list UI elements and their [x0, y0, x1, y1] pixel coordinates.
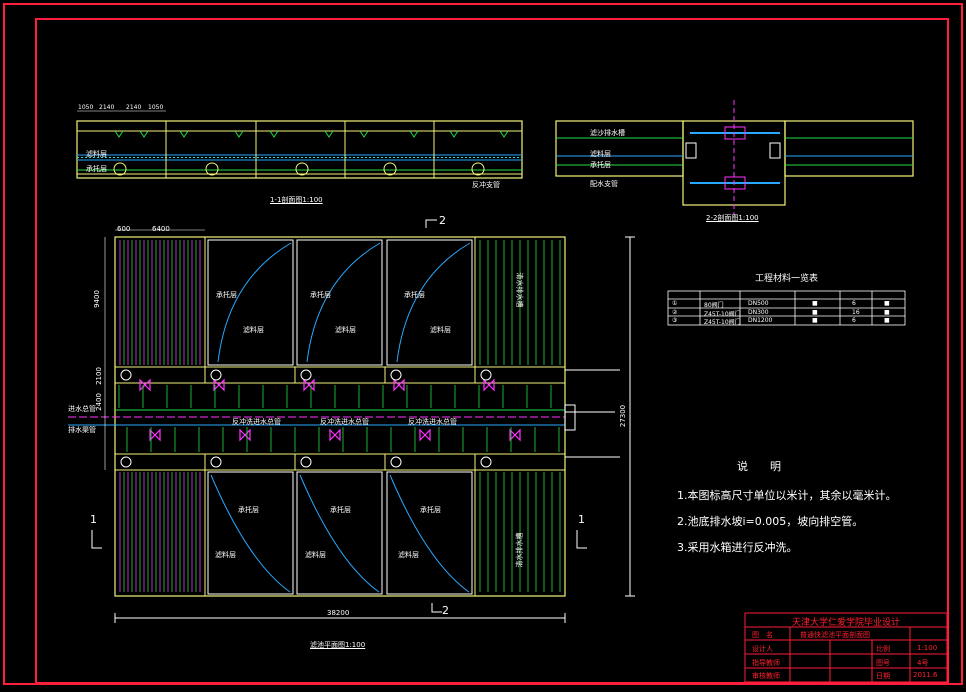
- title-block-drawing-name: 普通快滤池平面剖面图: [800, 631, 870, 639]
- plan-dim-left-1: 9400: [92, 290, 101, 308]
- filter-cell-curve: [299, 474, 380, 593]
- plan-title: 滤池平面图1:100: [310, 641, 366, 649]
- filter-cell-curve: [389, 474, 470, 593]
- filter-cell-curve: [396, 242, 471, 363]
- section-2-2-view: [555, 100, 914, 215]
- materials-table-cell: DN300: [748, 309, 769, 316]
- title-block-name-label: 图 名: [752, 631, 773, 639]
- section-1-dim-2: 2140: [99, 104, 115, 111]
- title-block-scale: 1:100: [917, 644, 938, 652]
- notes-title: 说 明: [737, 460, 781, 473]
- plan-cell-label-support-4: 承托层: [238, 506, 259, 514]
- title-block-sheet: 4号: [917, 659, 929, 667]
- plan-cell-label-media-2: 滤料层: [335, 326, 356, 334]
- plan-bay-label-top: 清水排水槽: [515, 272, 524, 308]
- plan-cell-label-support-1: 承托层: [216, 291, 237, 299]
- plan-cell-label-media-5: 滤料层: [305, 551, 326, 559]
- materials-table-cell: ■: [812, 300, 818, 307]
- section-1-dim-3: 2140: [126, 104, 142, 111]
- plan-detail-lines: [118, 240, 561, 593]
- materials-table-cell: DN1200: [748, 317, 773, 324]
- note-1: 1.本图标高尺寸单位以米计，其余以毫米计。: [677, 489, 897, 502]
- section-1-label-media: 滤料层: [86, 150, 107, 158]
- title-block-sheet-label: 图号: [876, 659, 890, 667]
- title-block-date: 2011.6: [913, 671, 938, 679]
- section-1-label-support: 承托层: [86, 165, 107, 173]
- title-block-grid: [744, 612, 948, 683]
- materials-table-cell: ②: [672, 309, 678, 316]
- section-2-label-support: 承托层: [590, 161, 611, 169]
- filter-cell-curve: [210, 474, 291, 593]
- title-block-reviewer-label: 审核教师: [752, 672, 780, 680]
- plan-cell-label-support-6: 承托层: [420, 506, 441, 514]
- plan-dim-bottom: 38200: [327, 609, 350, 617]
- plan-dim-top-1: 600: [117, 225, 131, 233]
- filter-cell-curve: [217, 242, 292, 363]
- plan-dim-top-2: 6400: [152, 225, 170, 233]
- materials-table-cell: 6: [852, 317, 856, 324]
- section-1-label-pipe: 反冲支管: [472, 181, 500, 189]
- section-2-label-trough: 滤沙排水槽: [590, 129, 625, 137]
- materials-table-cell: Z45T-10阀门: [704, 311, 741, 318]
- plan-cell-label-media-4: 滤料层: [215, 551, 236, 559]
- section-mark-2-bottom: 2: [442, 604, 449, 617]
- materials-table-cell: ■: [812, 317, 818, 324]
- section-1-dim-4: 1050: [148, 104, 164, 111]
- title-block-designer-label: 设计人: [752, 645, 773, 653]
- materials-table-cell: DN500: [748, 300, 769, 307]
- materials-table-cell: ■: [812, 309, 818, 316]
- plan-dim-left-2: 2100: [94, 367, 103, 385]
- title-block-header: 天津大学仁爱学院毕业设计: [792, 618, 901, 628]
- plan-pipe-label-backwash-3: 反冲洗进水总管: [408, 418, 457, 426]
- materials-table-cell: 16: [852, 309, 860, 316]
- section-1-title: 1-1剖面图1:100: [270, 196, 323, 204]
- materials-table-cell: ■: [884, 317, 890, 324]
- note-2: 2.池底排水坡i=0.005，坡向排空管。: [677, 515, 864, 528]
- materials-table-cell: Z45T-10阀门: [704, 319, 741, 326]
- title-block-date-label: 日期: [876, 672, 890, 680]
- plan-dim-left-3: 2400: [94, 393, 103, 411]
- materials-table-cell: ①: [672, 300, 678, 307]
- plan-bay-label-bottom: 清水排水槽: [515, 532, 524, 568]
- filter-cell-curve: [306, 242, 381, 363]
- materials-table-grid: [667, 290, 906, 326]
- materials-table-cell: 80阀门: [704, 302, 724, 309]
- plan-cell-label-support-2: 承托层: [310, 291, 331, 299]
- section-mark-1-right: 1: [578, 513, 585, 526]
- section-1-dim-1: 1050: [78, 104, 94, 111]
- materials-table-cell: ③: [672, 317, 678, 324]
- plan-cell-label-support-3: 承托层: [404, 291, 425, 299]
- materials-table-title: 工程材料一览表: [755, 274, 819, 284]
- section-1-1-view: [76, 110, 523, 179]
- section-mark-1-left: 1: [90, 513, 97, 526]
- plan-pipe-label-backwash-2: 反冲洗进水总管: [320, 418, 369, 426]
- filter-plan-view: [68, 219, 635, 623]
- title-block-scale-label: 比例: [876, 645, 890, 653]
- plan-pipe-label-drain: 排水渠管: [68, 426, 96, 434]
- materials-table-cell: ■: [884, 309, 890, 316]
- materials-table-cell: ■: [884, 300, 890, 307]
- plan-pipe-label-backwash: 反冲洗进水总管: [232, 418, 281, 426]
- plan-cell-label-media-6: 滤料层: [398, 551, 419, 559]
- plan-pipe-label-inlet: 进水总管: [68, 405, 96, 413]
- materials-table-cell: 6: [852, 300, 856, 307]
- section-2-label-pipe: 配水支管: [590, 180, 618, 188]
- section-2-label-media: 滤料层: [590, 150, 611, 158]
- plan-cell-label-support-5: 承托层: [330, 506, 351, 514]
- section-2-title: 2-2剖面图1:100: [706, 214, 759, 222]
- section-mark-2-top: 2: [439, 214, 446, 227]
- plan-dim-right: 27300: [619, 404, 628, 428]
- note-3: 3.采用水箱进行反冲洗。: [677, 541, 798, 554]
- inner-frame: [35, 18, 949, 684]
- plan-cell-label-media-1: 滤料层: [243, 326, 264, 334]
- plan-cell-label-media-3: 滤料层: [430, 326, 451, 334]
- title-block-supervisor-label: 指导教师: [752, 659, 780, 667]
